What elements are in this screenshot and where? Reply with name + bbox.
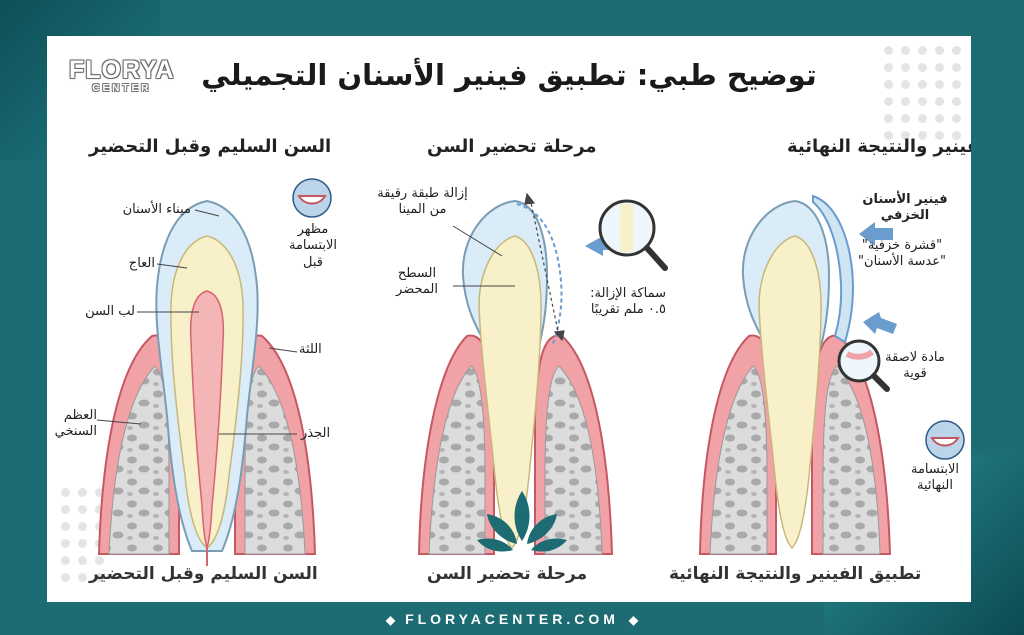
prepared-tooth-figure: [417, 199, 614, 555]
veneer-tooth-figure: [698, 194, 892, 555]
panel-title-healthy: السن السليم وقبل التحضير: [89, 136, 332, 157]
page-title: توضيح طبي: تطبيق فينير الأسنان التجميلي: [201, 58, 817, 92]
caption-preparation: مرحلة تحضير السن: [427, 564, 588, 584]
website-url[interactable]: FLORYACENTER.COM: [405, 611, 619, 627]
smile-icon-after: [925, 420, 965, 460]
healthy-tooth-figure: [97, 199, 317, 566]
label-final-smile: الابتسامة النهائية: [910, 462, 960, 494]
label-root: الجذر: [301, 426, 331, 441]
diamond-icon: ◆: [628, 613, 639, 627]
panel-title-preparation: مرحلة تحضير السن: [427, 136, 597, 157]
label-gum: اللثة: [299, 342, 322, 357]
label-enamel: ميناء الأسنان: [122, 202, 191, 217]
label-pulp: لب السن: [85, 304, 135, 319]
magnifier-icon-right: [837, 339, 890, 392]
label-smile-before: مظهر الابتسامة قبل: [288, 222, 338, 270]
label-veneer-aliases: "قشرة خزفية" "عدسة الأسنان": [858, 238, 946, 270]
label-bone: العظم السنخي: [54, 408, 97, 440]
panel-title-veneer: تطبيق الفينير والنتيجة النهائية: [787, 136, 971, 157]
caption-veneer: تطبيق الفينير والنتيجة النهائية: [669, 564, 922, 584]
illustration-card: FLORYA CENTER توضيح طبي: تطبيق فينير الأ…: [47, 36, 971, 602]
leaf-logo: [477, 491, 567, 552]
label-adhesive: مادة لاصقة قوية: [885, 350, 945, 382]
smile-icon-before: [292, 178, 332, 218]
decorative-dots: [884, 46, 961, 140]
footer-url: ◆ FLORYACENTER.COM ◆: [0, 611, 1024, 627]
label-dentin: العاج: [128, 256, 155, 271]
brand-logo: FLORYA CENTER: [69, 56, 175, 94]
leader-lines-middle: [452, 225, 515, 287]
dental-illustration: [96, 178, 965, 566]
diamond-icon: ◆: [385, 613, 396, 627]
thickness-arrow: [524, 192, 565, 342]
logo-text: FLORYA: [69, 56, 175, 84]
bone-left-part: [108, 365, 170, 555]
veneer-arrows: [859, 222, 897, 334]
zoom-arrow-middle: [585, 236, 619, 256]
logo-subtext: CENTER: [92, 83, 152, 94]
label-prepared-surface: السطح المحضر: [396, 266, 438, 298]
leader-lines-left: [96, 209, 298, 435]
decorative-dots: [61, 488, 104, 582]
label-removal-thickness: سماكة الإزالة: ٠.٥ ملم تقريبًا: [590, 286, 666, 318]
label-porcelain-veneer: فينير الأسنان الخزفي: [862, 192, 948, 224]
caption-healthy: السن السليم وقبل التحضير: [89, 564, 318, 584]
magnifier-icon-middle: [598, 199, 668, 271]
label-enamel-removal: إزالة طبقة رقيقة من المينا: [377, 186, 468, 218]
bone-right-part: [244, 365, 306, 555]
